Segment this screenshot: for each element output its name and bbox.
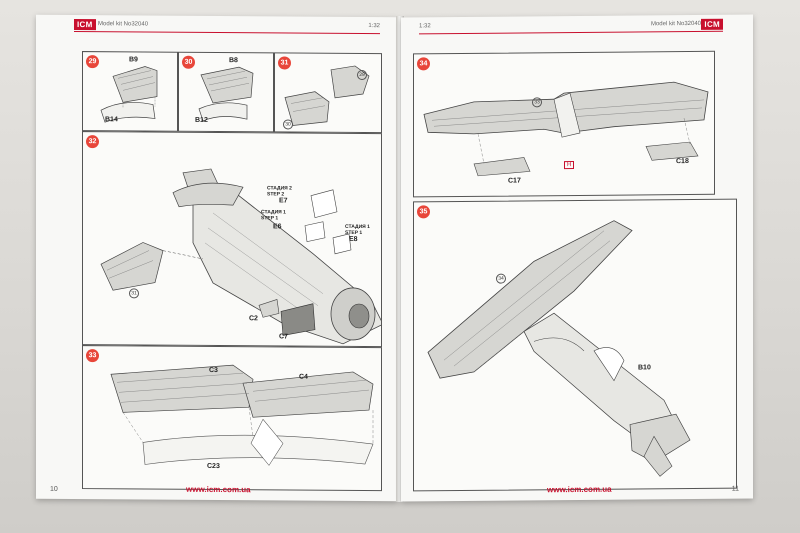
model-kit-text: Model kit No32040: [650, 20, 701, 28]
part-label: B8: [229, 57, 238, 65]
part-label: B12: [195, 116, 208, 124]
book-spine: [396, 16, 404, 502]
part-label: C4: [299, 373, 308, 381]
header-rule: [74, 31, 380, 35]
step-33-drawing: [110, 364, 374, 466]
stage-text: СТАДИЯ 1 STEP 1: [345, 223, 370, 237]
step-29-drawing: [100, 66, 158, 123]
part-label: C3: [209, 366, 218, 375]
warning-tag: H: [564, 161, 575, 170]
scale-text: 1:32: [419, 23, 431, 30]
part-label: C7: [279, 333, 288, 341]
ref-circle: 30: [283, 119, 293, 130]
step-30-panel: 30 B8 B12: [178, 51, 274, 133]
step-33-panel: 33 C3 C4 C23: [82, 345, 382, 492]
part-label: E7: [279, 197, 288, 205]
step-35-panel: 35 34 B10: [413, 198, 737, 492]
page-number: 10: [50, 485, 58, 493]
icm-logo: ICM: [701, 18, 723, 30]
ref-circle: 33: [532, 97, 542, 108]
header-rule: [419, 30, 723, 35]
ref-circle: 31: [129, 288, 139, 299]
step-29-panel: 29 B9 B14: [82, 51, 178, 132]
part-label: C18: [676, 158, 689, 166]
step-34-drawing: [423, 81, 709, 177]
part-label: B10: [638, 364, 651, 372]
stage-text: СТАДИЯ 2 STEP 2: [267, 185, 292, 198]
website-link[interactable]: www.icm.com.ua: [547, 484, 612, 495]
ref-circle: 29: [357, 69, 367, 81]
part-label: B9: [129, 56, 138, 64]
part-label: B14: [105, 116, 118, 124]
step-32-panel: 32 СТАДИЯ 2 STEP 2 E7 СТАДИЯ 1 STEP 1: [82, 131, 382, 348]
right-page: 1:32 Model kit No32040 ICM 34 33 H C17 C…: [401, 14, 753, 502]
part-label: E8: [349, 235, 358, 243]
part-label: C17: [508, 177, 521, 185]
page-number: 11: [731, 485, 739, 493]
step-31-panel: 31 29 30: [274, 52, 382, 134]
model-kit-text: Model kit No32040: [98, 21, 149, 28]
icm-logo: ICM: [74, 19, 96, 31]
step-30-drawing: [198, 66, 254, 122]
part-label: E6: [273, 223, 282, 231]
step-31-drawing: [284, 65, 370, 126]
website-link[interactable]: www.icm.com.ua: [186, 484, 251, 495]
part-label: C23: [207, 462, 220, 471]
ref-circle: 34: [496, 273, 506, 284]
part-label: C2: [249, 315, 258, 323]
left-page: ICM Model kit No32040 1:32 29 B9 B14 30 …: [36, 14, 398, 502]
step-32-drawing: [100, 168, 381, 345]
step-35-drawing: [427, 220, 691, 477]
stage-text: СТАДИЯ 1 STEP 1: [261, 209, 286, 222]
scale-text: 1:32: [368, 23, 380, 30]
step-34-panel: 34 33 H C17 C18: [413, 50, 715, 198]
